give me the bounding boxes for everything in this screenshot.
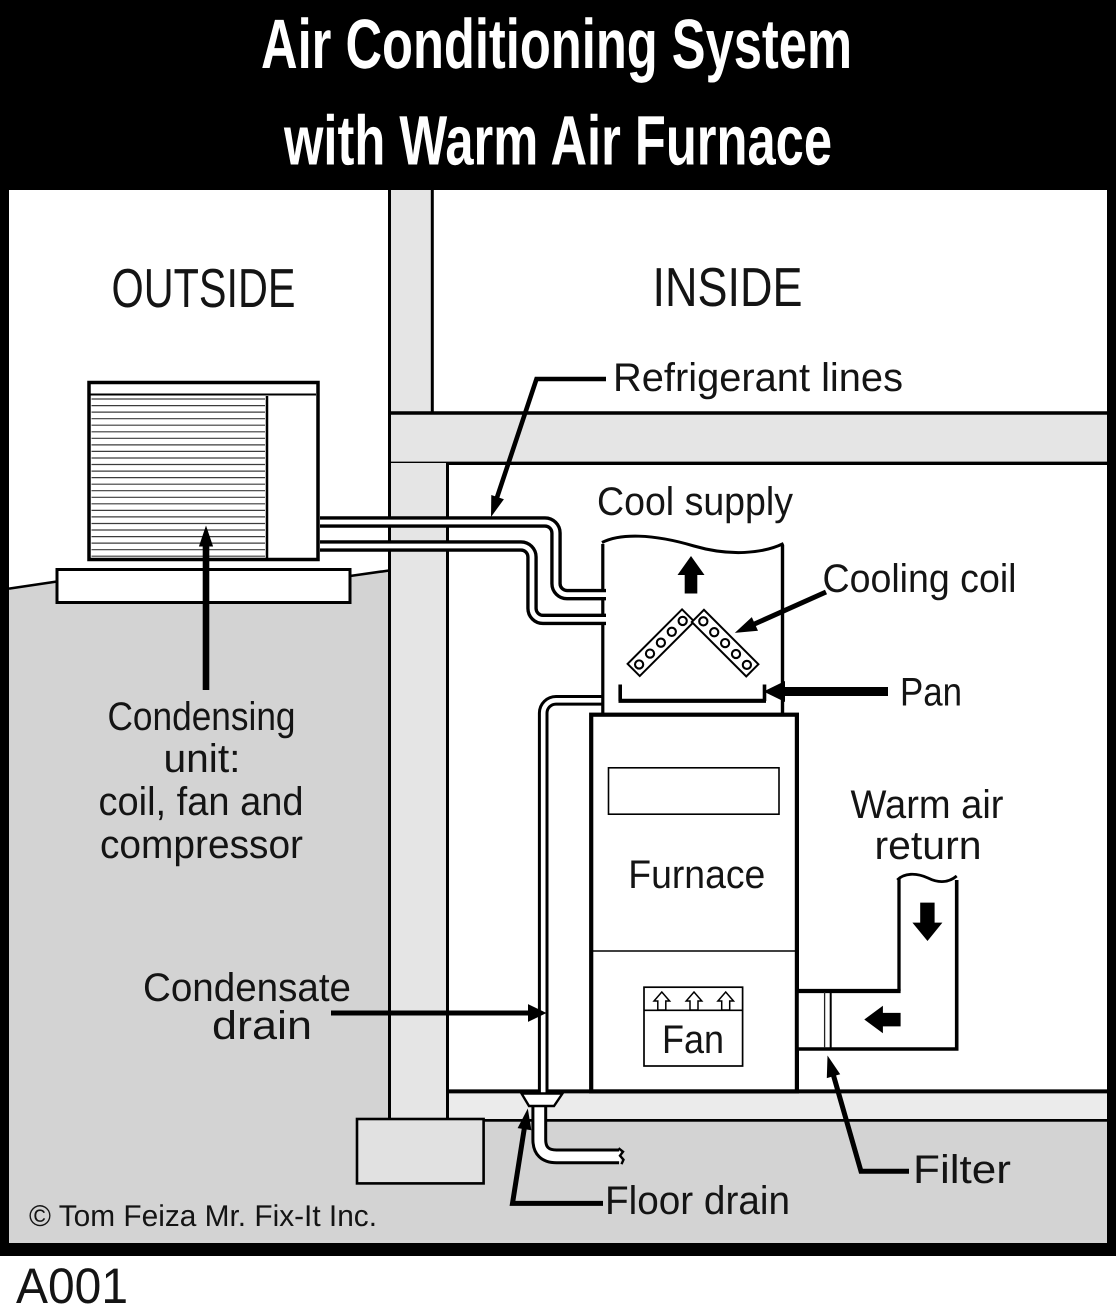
svg-text:Condensate: Condensate: [143, 966, 351, 1010]
svg-text:Filter: Filter: [913, 1148, 1011, 1192]
svg-text:Condensing: Condensing: [108, 695, 296, 739]
svg-text:unit:: unit:: [164, 737, 241, 781]
svg-text:Floor drain: Floor drain: [605, 1179, 790, 1223]
svg-text:Furnace: Furnace: [628, 853, 765, 897]
svg-text:Refrigerant lines: Refrigerant lines: [613, 356, 903, 400]
svg-text:coil, fan and: coil, fan and: [99, 780, 304, 824]
svg-text:with Warm Air Furnace: with Warm Air Furnace: [283, 102, 832, 180]
svg-text:INSIDE: INSIDE: [653, 256, 803, 318]
svg-text:Fan: Fan: [662, 1018, 724, 1062]
svg-text:Air Conditioning System: Air Conditioning System: [261, 5, 852, 83]
svg-text:Pan: Pan: [900, 671, 962, 715]
svg-text:drain: drain: [212, 1004, 312, 1048]
svg-text:compressor: compressor: [100, 823, 303, 867]
svg-text:A001: A001: [16, 1258, 128, 1304]
svg-text:Cooling coil: Cooling coil: [823, 557, 1017, 601]
svg-text:Warm air: Warm air: [851, 783, 1004, 827]
svg-text:OUTSIDE: OUTSIDE: [112, 257, 296, 319]
svg-text:Cool supply: Cool supply: [597, 480, 793, 524]
svg-text:© Tom Feiza Mr. Fix-It Inc.: © Tom Feiza Mr. Fix-It Inc.: [29, 1200, 377, 1233]
svg-text:return: return: [875, 824, 982, 868]
